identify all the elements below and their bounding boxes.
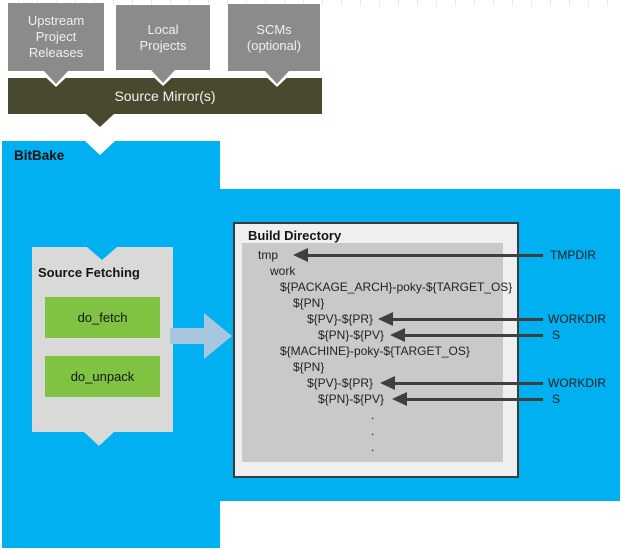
s2-arrow-line [405, 398, 543, 401]
source-fetching-down-arrow-icon [84, 432, 114, 446]
scms-tail-icon [265, 71, 289, 84]
bitbake-top-notch-icon [85, 141, 115, 155]
source-fetching-title: Source Fetching [38, 265, 140, 280]
flow-right-arrow-icon [204, 313, 232, 359]
tree-line-tmp: tmp [258, 248, 279, 262]
s2-left-arrow-icon [392, 392, 407, 406]
do-fetch-label: do_fetch [77, 310, 128, 325]
source-mirrors-label: Source Mirror(s) [114, 88, 216, 104]
s1-left-arrow-icon [390, 328, 405, 342]
flow-arrow-shaft [170, 328, 206, 344]
tmpdir-arrow-line [306, 254, 543, 257]
build-directory-title: Build Directory [248, 228, 342, 243]
tree-line-pv-pr: ${PV}-${PR} [307, 312, 374, 326]
upstream-box-label-line: Project [35, 29, 77, 44]
tree-line-pn-pv: ${PN}-${PV} [318, 392, 385, 406]
scms-box: SCMs (optional) [228, 4, 320, 71]
ellipsis-dot: . [370, 408, 375, 422]
upstream-project-releases-box: Upstream Project Releases [8, 3, 104, 71]
bitbake-label: BitBake [14, 148, 65, 163]
workdir1-arrow-line [391, 318, 543, 321]
mirror-down-arrow-icon [86, 114, 114, 127]
tree-line-pn: ${PN} [293, 360, 325, 374]
top-grid-ticks [0, 0, 621, 6]
directory-tree: tmp work ${PACKAGE_ARCH}-poky-${TARGET_O… [242, 247, 513, 407]
do-unpack-task-box: do_unpack [45, 356, 160, 397]
s1-arrow-line [403, 334, 543, 337]
local-box-label-line: Local [147, 21, 179, 37]
ellipsis-dot: . [370, 424, 375, 438]
workdir1-label: WORKDIR [548, 312, 606, 326]
source-fetching-top-notch-icon [87, 247, 117, 260]
do-fetch-task-box: do_fetch [45, 297, 160, 338]
local-projects-box: Local Projects [116, 5, 210, 70]
scms-box-label-line: (optional) [246, 37, 302, 53]
tree-line-work: work [270, 264, 296, 278]
tree-line-pn: ${PN} [293, 296, 325, 310]
s2-label: S [552, 392, 561, 406]
tree-line-pn-pv: ${PN}-${PV} [318, 328, 385, 342]
tree-line-pv-pr: ${PV}-${PR} [307, 376, 374, 390]
upstream-box-label-line: Releases [28, 45, 84, 60]
tree-line-machine: ${MACHINE}-poky-${TARGET_OS} [280, 344, 470, 358]
tmpdir-left-arrow-icon [293, 248, 308, 262]
source-fetching-box [32, 247, 173, 432]
ellipsis-dot: . [370, 440, 375, 454]
workdir2-left-arrow-icon [380, 376, 395, 390]
directory-tree-panel [242, 243, 503, 462]
local-box-label-line: Projects [139, 37, 187, 53]
workdir2-label: WORKDIR [548, 376, 606, 390]
workdir1-left-arrow-icon [378, 312, 393, 326]
tree-ellipsis: . . . [242, 407, 503, 455]
workdir2-arrow-line [393, 382, 543, 385]
local-tail-icon [151, 70, 175, 83]
s1-label: S [552, 328, 561, 342]
do-unpack-label: do_unpack [70, 369, 135, 384]
tmpdir-label: TMPDIR [550, 248, 596, 262]
upstream-box-label-line: Upstream [27, 13, 85, 28]
tree-line-package-arch: ${PACKAGE_ARCH}-poky-${TARGET_OS} [280, 280, 513, 294]
upstream-tail-icon [44, 71, 68, 84]
scms-box-label-line: SCMs [256, 21, 292, 37]
